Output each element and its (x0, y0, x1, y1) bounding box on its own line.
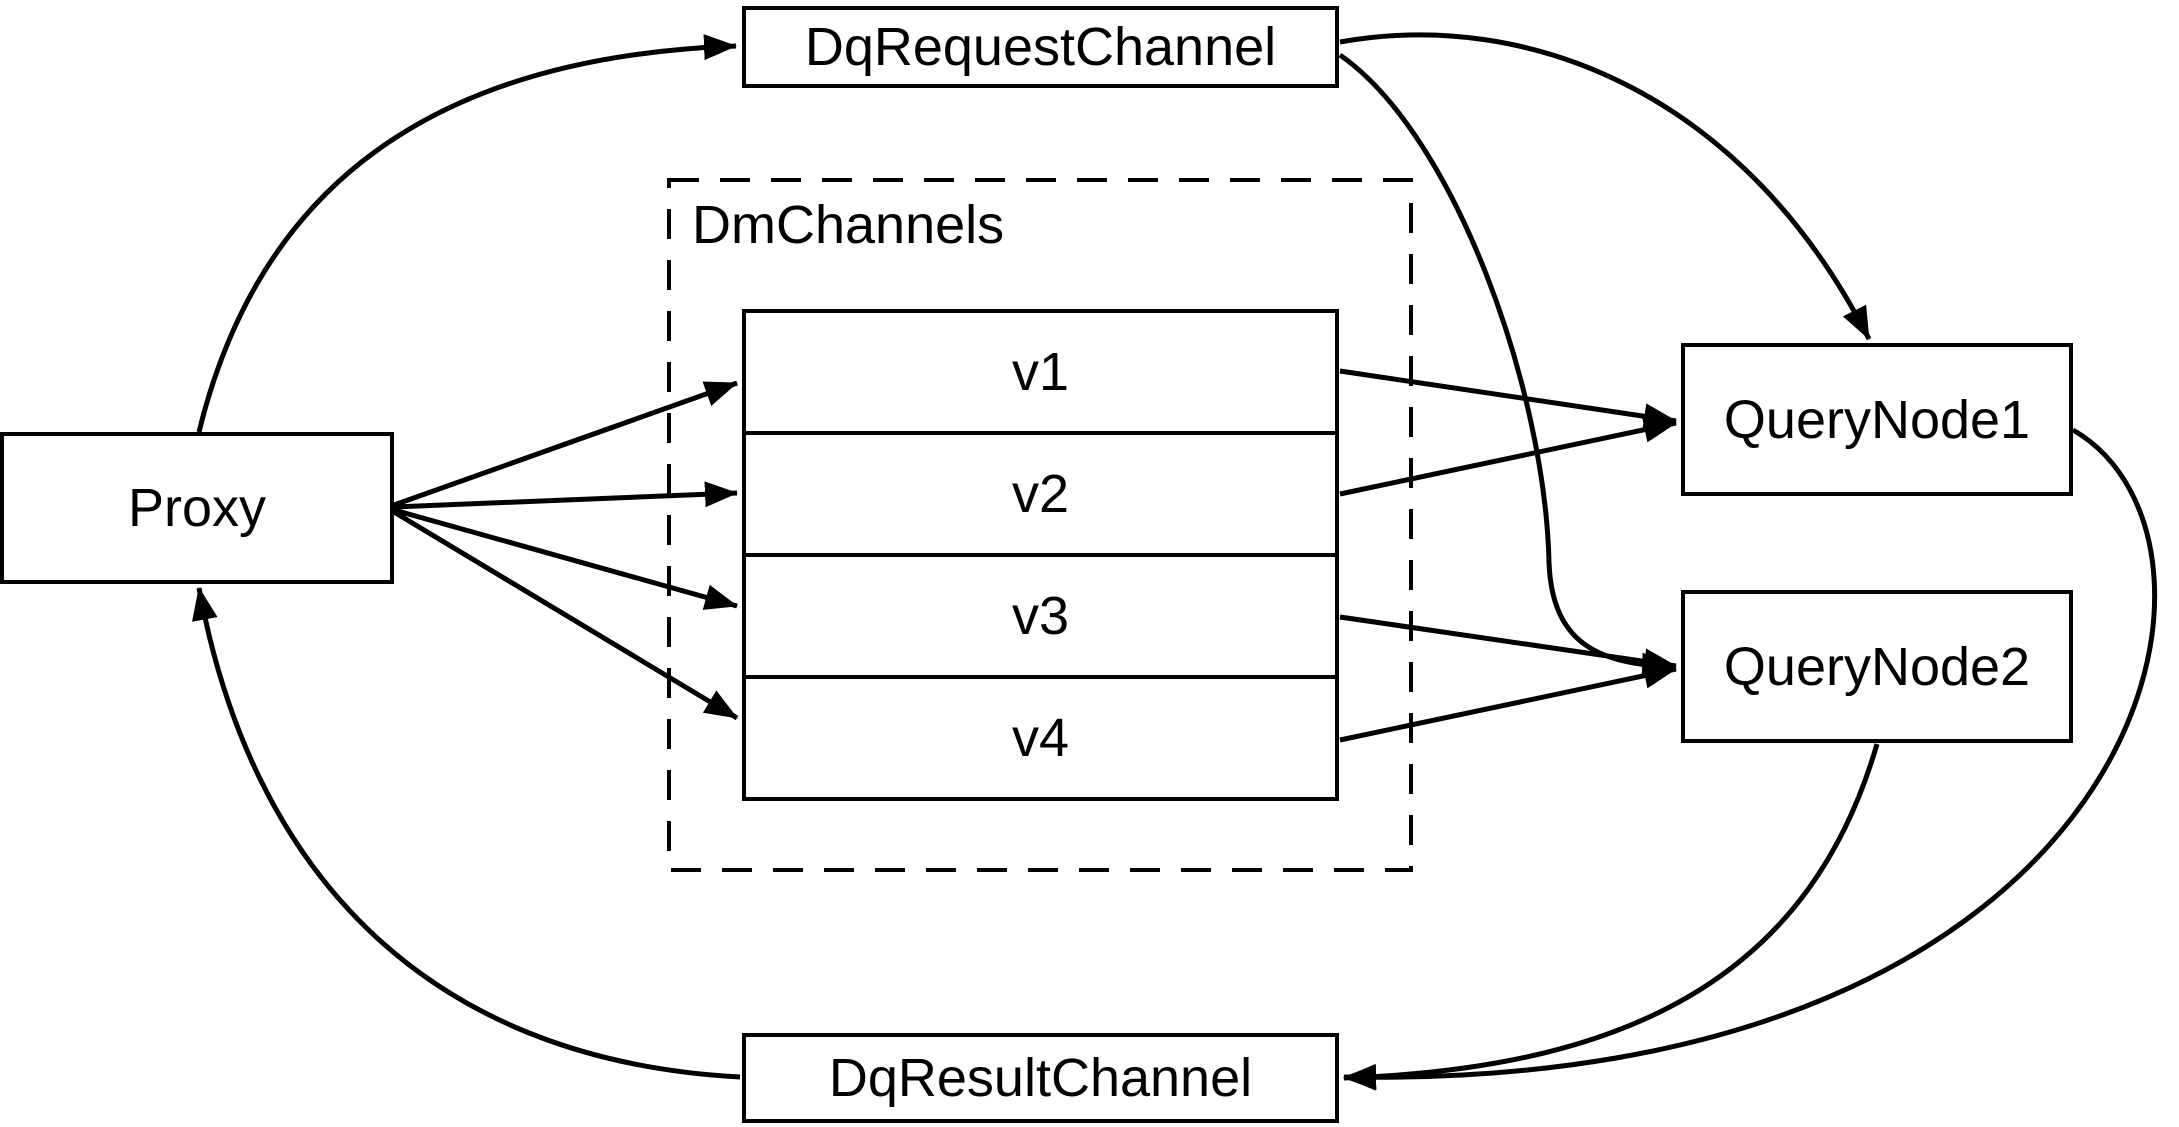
dm-channels-group-label: DmChannels (692, 195, 1005, 255)
edge-dq-result-channel-to-proxy (192, 587, 741, 1080)
channel-row-v4: v4 (746, 675, 1335, 797)
edge-v4-to-query-node-2 (1339, 662, 1677, 743)
channel-row-v1: v1 (746, 313, 1335, 431)
node-proxy: Proxy (0, 432, 394, 584)
dm-channels-table: v1 v2 v3 v4 (742, 309, 1339, 801)
proxy-label: Proxy (127, 478, 267, 538)
query-node-1-label: QueryNode1 (1723, 389, 2031, 450)
channel-v4-label: v4 (1011, 708, 1070, 768)
edge-proxy-to-v4 (392, 509, 739, 721)
channel-v2-label: v2 (1011, 464, 1070, 524)
edge-proxy-to-v1 (393, 380, 738, 508)
edge-proxy-to-v3 (393, 507, 738, 610)
edge-dq-request-channel-to-query-node-1 (1339, 32, 1872, 341)
edge-proxy-to-v2 (393, 481, 738, 510)
dq-result-channel-label: DqResultChannel (828, 1048, 1253, 1108)
node-query-node-2: QueryNode2 (1681, 590, 2073, 743)
node-dq-request-channel: DqRequestChannel (742, 6, 1339, 88)
edge-v3-to-query-node-2 (1339, 614, 1677, 675)
dq-request-channel-label: DqRequestChannel (804, 17, 1277, 77)
edge-query-node-1-to-dq-result-channel (1343, 427, 2158, 1091)
query-node-2-label: QueryNode2 (1723, 636, 2031, 697)
edge-query-node-2-to-dq-result-channel (1343, 743, 1880, 1090)
channel-row-v3: v3 (746, 553, 1335, 675)
channel-v1-label: v1 (1011, 342, 1070, 402)
edge-proxy-to-dq-request-channel (196, 34, 737, 433)
node-query-node-1: QueryNode1 (1681, 343, 2073, 496)
edge-v1-to-query-node-1 (1339, 368, 1677, 430)
edge-dq-request-channel-to-query-node-2 (1338, 52, 1675, 679)
node-dq-result-channel: DqResultChannel (742, 1033, 1339, 1123)
edge-v2-to-query-node-1 (1339, 416, 1677, 497)
channel-v3-label: v3 (1011, 586, 1070, 646)
channel-row-v2: v2 (746, 431, 1335, 553)
